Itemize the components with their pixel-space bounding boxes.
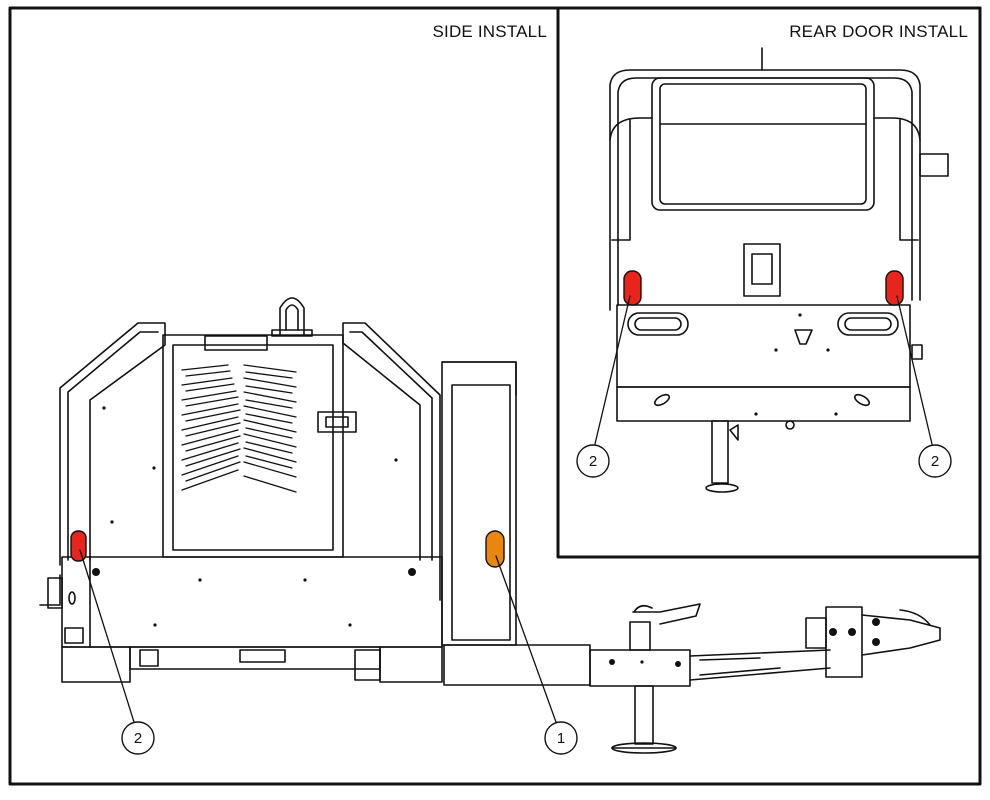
leader-line-1-side (495, 555, 557, 723)
side-view-trailer (39, 297, 941, 754)
callout-number-2-side: 2 (134, 730, 142, 747)
rear-door-install-label: REAR DOOR INSTALL (789, 22, 968, 41)
callout-circle-1-side (544, 721, 578, 755)
rear-left-red-lamp (623, 270, 642, 306)
leader-line-2-side (79, 549, 135, 723)
leader-line-2-rear-right (896, 295, 933, 445)
rear-view-trailer (609, 47, 949, 493)
callout-circle-2-side (121, 721, 155, 755)
side-rear-red-lamp (70, 530, 87, 562)
side-install-label: SIDE INSTALL (432, 22, 547, 41)
callout-circle-2-rear-right (918, 444, 952, 478)
rear-install-panel (556, 6, 982, 559)
side-marker-amber-lamp (485, 530, 505, 568)
side-left-shell (59, 322, 166, 566)
leader-line-2-rear-left (594, 295, 631, 445)
callout-circle-2-rear-left (576, 444, 610, 478)
rear-right-red-lamp (885, 270, 904, 306)
callout-number-1-side: 1 (557, 730, 565, 747)
callout-number-2-rear-left: 2 (589, 453, 597, 470)
callout-number-2-rear-right: 2 (931, 453, 939, 470)
